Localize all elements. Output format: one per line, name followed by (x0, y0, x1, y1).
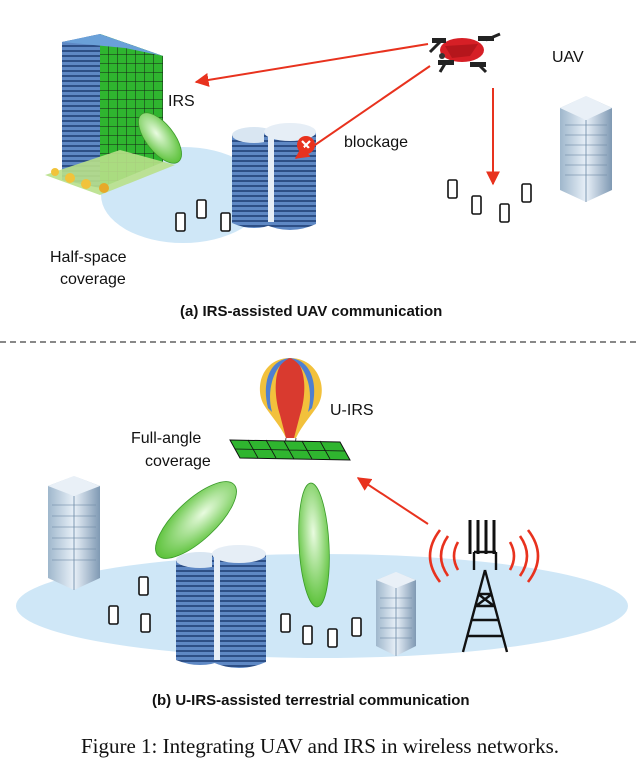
small-tower-building (376, 572, 416, 656)
uav-label: UAV (552, 49, 584, 66)
irs-reflected-beam (138, 112, 182, 164)
u-irs-panel (229, 439, 351, 461)
panel-b (16, 358, 628, 668)
uirs-beam-left (155, 481, 237, 559)
half-space-coverage-label-line2: coverage (60, 271, 126, 288)
panel-a-caption: (a) IRS-assisted UAV communication (180, 303, 443, 320)
right-tower-building (560, 96, 612, 202)
u-irs-balloon-icon (259, 358, 322, 452)
full-angle-coverage-label-line2: coverage (145, 453, 211, 470)
ground-users-a (175, 179, 532, 232)
left-tower-building (48, 476, 100, 590)
full-angle-coverage-area (16, 554, 628, 658)
uirs-beam-right (298, 482, 330, 608)
irs-label: IRS (168, 93, 195, 110)
panel-a (45, 32, 612, 243)
irs-building (45, 34, 175, 195)
half-space-coverage-label-line1: Half-space (50, 249, 127, 266)
u-irs-label: U-IRS (330, 402, 374, 419)
uav-to-blockage-arrow (294, 65, 431, 159)
ground-users-b (108, 576, 362, 648)
radio-waves-icon (428, 529, 540, 583)
panel-b-caption: (b) U-IRS-assisted terrestrial communica… (152, 692, 470, 709)
uav-to-irs-arrow (194, 43, 429, 87)
blockage-label: blockage (344, 134, 409, 151)
figure-caption: Figure 1: Integrating UAV and IRS in wir… (80, 734, 560, 758)
bs-to-uirs-arrow (356, 477, 429, 525)
blocking-buildings (232, 123, 316, 230)
uav-drone-icon (428, 32, 501, 74)
full-angle-coverage-label-line1: Full-angle (131, 430, 202, 447)
central-buildings (176, 545, 266, 668)
cell-tower-icon (461, 520, 509, 653)
